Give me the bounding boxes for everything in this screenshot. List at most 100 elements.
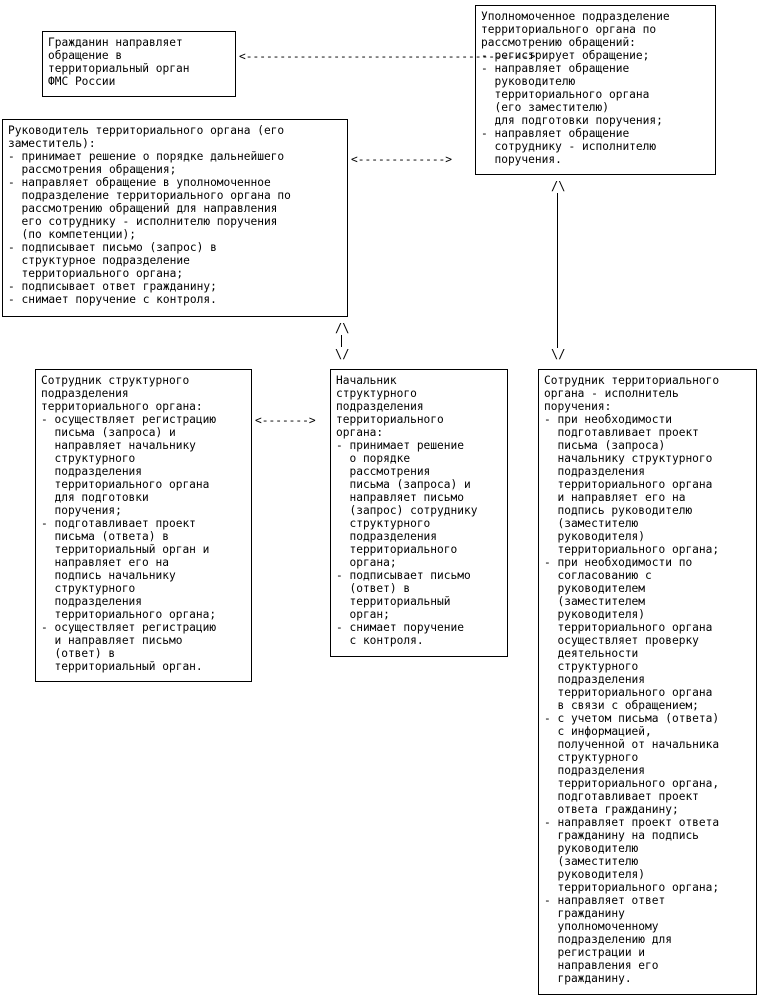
list-item-line: письма (запроса) xyxy=(544,439,666,452)
list-item-line: подразделения xyxy=(41,595,143,608)
list-item-line: письма (запроса) и xyxy=(336,478,471,491)
list-item-line: - подписывает ответ гражданину; xyxy=(8,280,217,293)
list-item: - осуществляет регистрацию и направляет … xyxy=(41,621,247,673)
list-item-line: территориального xyxy=(336,543,458,556)
list-item-line: согласованию с xyxy=(544,569,652,582)
list-item-line: (ответ) в xyxy=(336,582,411,595)
list-item: - подготавливает проект письма (ответа) … xyxy=(41,517,247,621)
list-item: - принимает решение о порядке рассмотрен… xyxy=(336,439,503,569)
list-item-line: территориального органа xyxy=(544,621,713,634)
box-text-line: территориальный орган xyxy=(48,62,190,75)
list-item-line: территориального органа xyxy=(544,478,713,491)
list-item-line: руководителя) xyxy=(544,530,646,543)
list-item: - подписывает ответ гражданину; xyxy=(8,280,343,293)
list-item-line: - направляет обращение xyxy=(481,62,630,75)
list-item-line: структурного xyxy=(41,452,136,465)
list-item-line: рассмотрению обращений для направления xyxy=(8,202,278,215)
list-item-line: для подготовки xyxy=(41,491,149,504)
list-item-line: орган; xyxy=(336,608,390,621)
list-item-line: гражданину на подпись xyxy=(544,829,699,842)
list-item-line: (заместителю xyxy=(544,855,639,868)
list-item-line: (его заместителю) xyxy=(481,101,609,114)
box-title-line: органа - исполнитель xyxy=(544,387,679,400)
list-item-line: подразделения xyxy=(544,465,646,478)
list-item-line: поручения. xyxy=(481,153,562,166)
list-item-line: - принимает решение xyxy=(336,439,464,452)
list-item: - направляет обращение в уполномоченное … xyxy=(8,176,343,241)
box-title-line: Руководитель территориального органа (ег… xyxy=(8,124,285,137)
list-item-line: (по компетенции); xyxy=(8,228,136,241)
list-item-line: - осуществляет регистрацию xyxy=(41,621,217,634)
box-text-line: Гражданин направляет xyxy=(48,36,183,49)
list-item-line: структурного xyxy=(336,517,431,530)
list-item-line: письма (запроса) и xyxy=(41,426,176,439)
list-item-line: гражданину xyxy=(544,907,625,920)
box-title-line: территориального органа: xyxy=(41,400,203,413)
list-item-line: деятельности xyxy=(544,647,639,660)
arrow-head-unit: <-------------> xyxy=(351,153,453,166)
box-title-line: Уполномоченное подразделение xyxy=(481,10,670,23)
list-item-line: полученной от начальника xyxy=(544,738,720,751)
list-item-line: руководителя) xyxy=(544,608,646,621)
box-text-line: обращение в xyxy=(48,49,123,62)
list-item-line: в связи с обращением; xyxy=(544,699,699,712)
box-title-line: подразделения xyxy=(41,387,129,400)
list-item-line: с информацией, xyxy=(544,725,652,738)
list-item-line: руководителя) xyxy=(544,868,646,881)
list-item: - при необходимости по согласованию с ру… xyxy=(544,556,752,712)
list-item: - регистрирует обращение; xyxy=(481,49,711,62)
list-item-line: для подготовки поручения; xyxy=(481,114,663,127)
list-item-line: - с учетом письма (ответа) xyxy=(544,712,720,725)
list-item-line: о порядке xyxy=(336,452,411,465)
list-item-line: - при необходимости xyxy=(544,413,672,426)
list-item-line: подразделения xyxy=(544,764,646,777)
arrow-up-head: /\ xyxy=(335,321,350,335)
list-item-line: - регистрирует обращение; xyxy=(481,49,650,62)
list-item-line: территориального органа; xyxy=(544,543,720,556)
list-item: - принимает решение о порядке дальнейшег… xyxy=(8,150,343,176)
list-item-line: территориального органа xyxy=(41,478,210,491)
list-item-line: органа; xyxy=(336,556,397,569)
list-item-line: подпись начальнику xyxy=(41,569,176,582)
list-item: - направляет проект ответа гражданину на… xyxy=(544,816,752,894)
list-item-line: с контроля. xyxy=(336,634,424,647)
box-title-line: Сотрудник структурного xyxy=(41,374,190,387)
list-item-line: подпись руководителю xyxy=(544,504,693,517)
list-item-line: направления его xyxy=(544,959,659,972)
list-item-line: - подготавливает проект xyxy=(41,517,196,530)
list-item-line: рассмотрения xyxy=(336,465,431,478)
list-item-line: и направляет письмо xyxy=(41,634,183,647)
box-title-line: территориального xyxy=(336,413,444,426)
list-item-line: - при необходимости по xyxy=(544,556,693,569)
list-item-line: сотруднику - исполнителю xyxy=(481,140,657,153)
list-item: - подписывает письмо (запрос) в структур… xyxy=(8,241,343,280)
list-item: - направляет ответ гражданину уполномоче… xyxy=(544,894,752,985)
list-item-line: ответа гражданину; xyxy=(544,803,679,816)
list-item-line: подготавливает проект xyxy=(544,426,699,439)
list-item-line: - подписывает письмо (запрос) в xyxy=(8,241,217,254)
list-item-line: подразделения xyxy=(544,673,646,686)
list-item-line: территориальный xyxy=(336,595,451,608)
list-item-line: и направляет его на xyxy=(544,491,686,504)
box-title-line: органа: xyxy=(336,426,384,439)
list-item-line: структурного xyxy=(544,751,639,764)
list-item-line: (запрос) сотруднику xyxy=(336,504,478,517)
list-item-line: территориального органа, xyxy=(544,777,720,790)
arrow-down-unit: \/ xyxy=(551,347,566,361)
list-item-line: подразделения xyxy=(336,530,438,543)
list-item-line: уполномоченному xyxy=(544,920,659,933)
list-item: - при необходимости подготавливает проек… xyxy=(544,413,752,556)
list-item: - направляет обращение руководителю терр… xyxy=(481,62,711,127)
list-item-line: подразделению для xyxy=(544,933,672,946)
arrow-line-unit xyxy=(557,193,558,348)
list-item-line: - направляет проект ответа xyxy=(544,816,720,829)
list-item-line: (заместителем xyxy=(544,595,646,608)
list-item-line: - направляет обращение xyxy=(481,127,630,140)
list-item-line: письма (ответа) в xyxy=(41,530,169,543)
box-title-line: заместитель): xyxy=(8,137,96,150)
arrow-line-head xyxy=(341,335,342,347)
list-item-line: структурное подразделение xyxy=(8,254,190,267)
list-item-line: (ответ) в xyxy=(41,647,116,660)
